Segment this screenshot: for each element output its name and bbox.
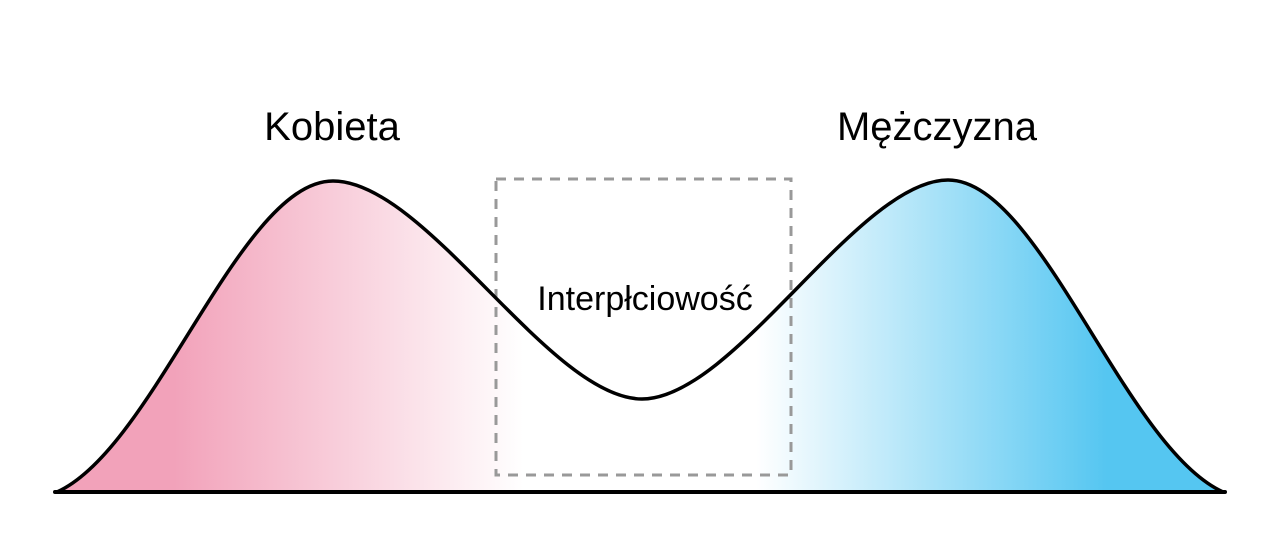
intersex-dashed-box bbox=[494, 177, 793, 477]
distribution-curve-stroke bbox=[55, 178, 1225, 494]
intersex-label: Interpłciowość bbox=[537, 280, 752, 318]
male-label: Mężczyzna bbox=[837, 105, 1038, 149]
distribution-fill bbox=[57, 180, 1223, 492]
female-label: Kobieta bbox=[264, 105, 400, 149]
